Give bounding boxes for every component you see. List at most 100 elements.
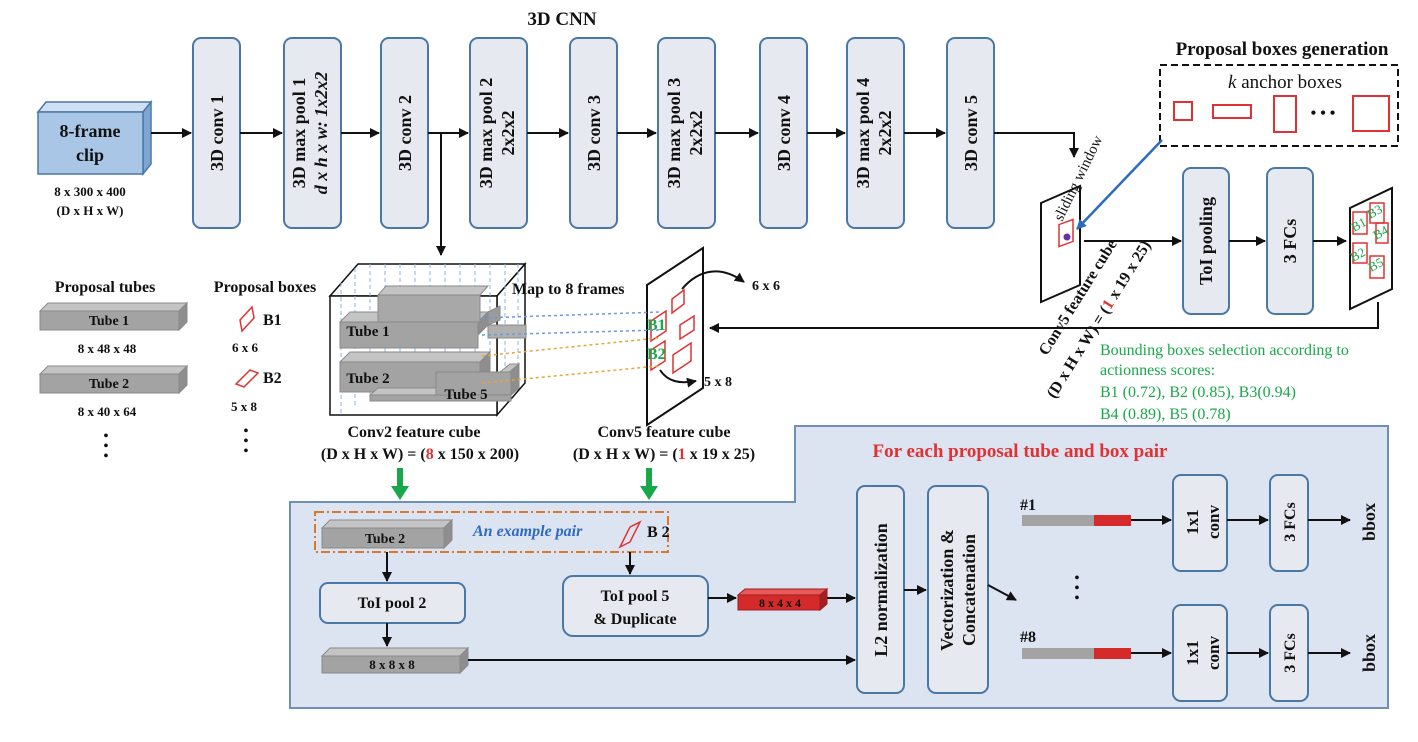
- arrow-anchor-to-window: [1076, 139, 1163, 230]
- l2-norm-label: L2 normalization: [871, 523, 891, 657]
- output-box-b2: [1352, 242, 1368, 264]
- conv5-mid-caption-2: (D x H x W) = (1 x 19 x 25): [573, 446, 755, 463]
- conv2-cube: [328, 262, 527, 417]
- layer-pool3-label-1: 3D max pool 3: [664, 78, 684, 189]
- proposal-box-b1-label: B1: [263, 312, 282, 329]
- vectorization-label-2: Concatenation: [959, 534, 979, 646]
- out5-shape: [736, 587, 829, 612]
- anchor-box-wide: [1212, 104, 1252, 119]
- out2-shape: [320, 646, 470, 675]
- anchor-box-frame: [1159, 64, 1399, 147]
- branch-1-fcs-box: [1269, 474, 1309, 572]
- output-box-b5: [1369, 255, 1385, 279]
- clip-label-2: clip: [76, 145, 104, 165]
- sliding-window-dot: [1063, 233, 1071, 241]
- toi-pool5-box: [562, 575, 709, 637]
- toi-pool5-label-2: & Duplicate: [593, 611, 676, 628]
- cube-tube-5: Tube 5: [444, 387, 487, 403]
- layer-pool2-label-2: 2x2x2: [498, 111, 518, 156]
- out5-label: 8 x 4 x 4: [759, 596, 801, 610]
- clip-cube: [36, 99, 153, 177]
- frame-box-b1: B1: [647, 317, 666, 334]
- frame-box-1: [671, 288, 685, 315]
- layer-conv2-label: 3D conv 2: [395, 95, 415, 171]
- clip-dims-2: (D x H x W): [57, 203, 124, 218]
- branch-8-bar-gray: [1022, 648, 1094, 659]
- toi-pool5-label-1: ToI pool 5: [601, 588, 670, 605]
- map-label: Map to 8 frames: [512, 281, 624, 298]
- cnn-title: 3D CNN: [527, 9, 596, 30]
- example-tube-shape: [320, 518, 454, 550]
- selection-line-3: B1 (0.72), B2 (0.85), B3(0.94): [1100, 384, 1296, 401]
- frame-box-3: [679, 314, 695, 341]
- proposal-box-b1-dims: 6 x 6: [232, 340, 259, 355]
- output-id-b1: B1: [1348, 214, 1368, 234]
- tube-2-label: Tube 2: [89, 377, 129, 392]
- layer-conv3-label: 3D conv 3: [584, 95, 604, 171]
- branch-1-bar-gray: [1022, 515, 1094, 526]
- selection-line-2: actionness scores:: [1100, 362, 1215, 379]
- anchor-ellipsis: • • •: [1311, 105, 1336, 122]
- selection-line-1: Bounding boxes selection according to: [1100, 342, 1349, 359]
- branch-8-output: bbox: [1359, 634, 1379, 672]
- proposal-box-b2-label: B2: [263, 370, 282, 387]
- conv2-caption-2: (D x H x W) = (8 x 150 x 200): [321, 446, 519, 463]
- vectorization-box: [927, 485, 989, 694]
- layer-pool1-label-1: 3D max pool 1: [289, 78, 309, 189]
- example-tube-label: Tube 2: [365, 532, 405, 547]
- example-pair-label: An example pair: [472, 523, 583, 540]
- frame-box-b2: B2: [647, 346, 666, 363]
- tube-1-shape: [38, 301, 189, 332]
- sliding-window-box: [1058, 218, 1074, 248]
- cube-tube-1: Tube 1: [346, 324, 389, 340]
- layer-pool4-label-1: 3D max pool 4: [853, 78, 873, 189]
- example-box-label: B 2: [647, 524, 670, 541]
- output-box-b4: [1375, 222, 1389, 244]
- tubes-vdots: •••: [104, 429, 109, 464]
- pair-panel-title: For each proposal tube and box pair: [873, 441, 1168, 462]
- toi-pool2-box: [319, 582, 466, 624]
- anchor-box-tall: [1273, 95, 1297, 133]
- toi-pool2-label: ToI pool 2: [358, 595, 427, 612]
- branches-vdots: •••: [1075, 571, 1080, 606]
- branch-1-fcs-label: 3 FCs: [1282, 502, 1299, 542]
- layer-conv1-label: 3D conv 1: [207, 95, 227, 171]
- selection-line-4: B4 (0.89), B5 (0.78): [1100, 406, 1231, 423]
- layer-pool2-label-1: 3D max pool 2: [476, 78, 496, 189]
- layer-conv5-label: 3D conv 5: [961, 95, 981, 171]
- arrow-size-b: [659, 369, 697, 388]
- tube-2-shape: [38, 364, 189, 395]
- fcs-label-top: 3 FCs: [1280, 219, 1300, 264]
- pair-panel: [289, 425, 1389, 709]
- out2-label: 8 x 8 x 8: [369, 657, 415, 672]
- clip-dims-1: 8 x 300 x 400: [54, 184, 126, 199]
- frame-box-5: [672, 341, 692, 375]
- output-id-b2: B2: [1347, 244, 1367, 264]
- branch-8-id: #8: [1020, 629, 1036, 646]
- example-box-shape: [618, 520, 642, 549]
- arrow-vec-branch1: [987, 584, 1017, 601]
- branch-8-conv-label-2: conv: [1204, 636, 1223, 671]
- frame-sheet: [646, 246, 704, 427]
- arrow-size-a: [681, 270, 745, 290]
- layer-pool3-label-2: 2x2x2: [686, 111, 706, 156]
- branch-8-conv-label-1: 1x1: [1183, 640, 1202, 666]
- tube-2-dims: 8 x 40 x 64: [78, 404, 137, 419]
- arrow-conv5-cube: [994, 132, 1079, 158]
- tube-1-label: Tube 1: [89, 314, 129, 329]
- tube-1-dims: 8 x 48 x 48: [78, 341, 137, 356]
- vectorization-label-1: Vectorization &: [937, 529, 957, 651]
- conv5-sheet-right: [1040, 184, 1081, 304]
- branch-1-output: bbox: [1359, 503, 1379, 541]
- proposal-box-b2-dims: 5 x 8: [231, 399, 258, 414]
- branch-8-fcs-label: 3 FCs: [1282, 633, 1299, 673]
- branch-1-conv-box: [1172, 474, 1228, 572]
- cube-tube-2: Tube 2: [346, 371, 389, 387]
- conv2-caption-1: Conv2 feature cube: [347, 424, 480, 441]
- branch-1-conv-label-2: conv: [1204, 505, 1223, 540]
- branch-1-id: #1: [1020, 497, 1036, 514]
- proposal-tubes-title: Proposal tubes: [55, 279, 156, 296]
- branch-1-conv-label-1: 1x1: [1183, 509, 1202, 535]
- proposal-box-b2: [234, 369, 260, 388]
- output-id-b4: B4: [1370, 222, 1391, 243]
